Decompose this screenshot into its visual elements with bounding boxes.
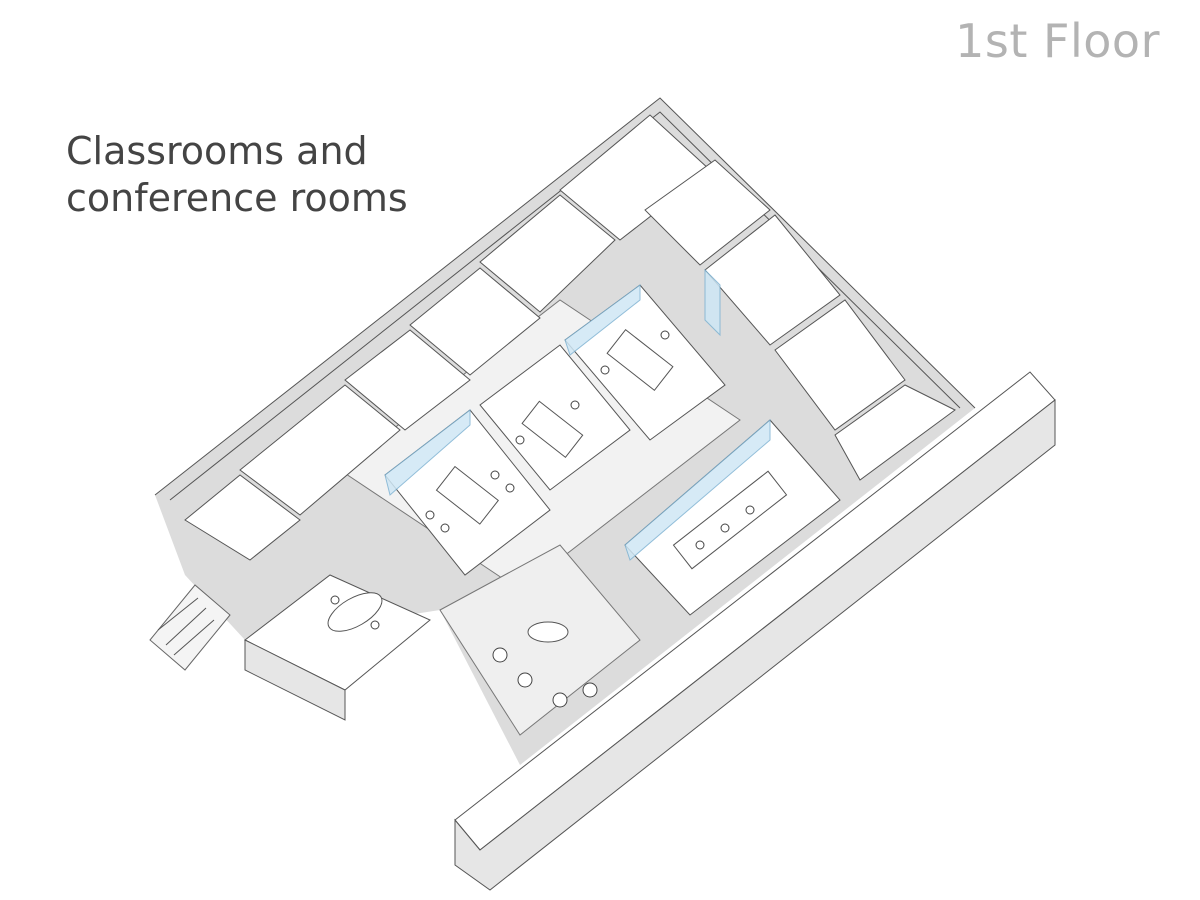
room-right-glass: [704, 268, 721, 337]
room-top-left-5: [479, 194, 616, 313]
plan-heading: Classrooms and conference rooms: [66, 128, 408, 222]
table-classroom-a: [435, 465, 500, 525]
retaining-wall-face: [454, 398, 1056, 891]
room-top-left-1: [184, 474, 301, 561]
conference-room-large-glass: [624, 418, 771, 561]
room-right-1: [644, 159, 771, 266]
chair: [745, 505, 755, 515]
table-classroom-c: [606, 329, 674, 391]
chair: [440, 523, 450, 533]
chair: [515, 435, 525, 445]
room-right-3: [774, 299, 906, 431]
classroom-a-glass: [384, 408, 471, 496]
chair: [505, 483, 515, 493]
chair: [660, 330, 670, 340]
lounge-chair: [552, 692, 568, 708]
chair: [490, 470, 500, 480]
plan-heading-line-1: Classrooms and: [66, 129, 368, 173]
lounge-chair: [492, 647, 508, 663]
perimeter-wall: [154, 97, 976, 496]
table-classroom-b: [521, 400, 584, 458]
exterior-stairs: [149, 584, 231, 671]
table-oval: [327, 592, 383, 632]
chair: [720, 523, 730, 533]
lounge-chair: [582, 682, 598, 698]
room-right-2: [704, 214, 841, 346]
chair: [425, 510, 435, 520]
chair: [370, 620, 380, 630]
chair: [330, 595, 340, 605]
plan-heading-line-2: conference rooms: [66, 176, 408, 220]
room-right-4: [834, 384, 956, 481]
room-bottom-left-face: [244, 639, 346, 721]
chair: [600, 365, 610, 375]
room-top-left-3: [344, 329, 471, 431]
perimeter-wall-inner: [169, 111, 961, 501]
chair: [695, 540, 705, 550]
room-top-left-2: [239, 384, 401, 516]
lounge-sofa: [527, 621, 569, 643]
floor-label: 1st Floor: [955, 14, 1160, 68]
chair: [570, 400, 580, 410]
lounge-chair: [517, 672, 533, 688]
room-top-left-4: [409, 267, 541, 376]
classroom-c-glass: [564, 284, 641, 356]
